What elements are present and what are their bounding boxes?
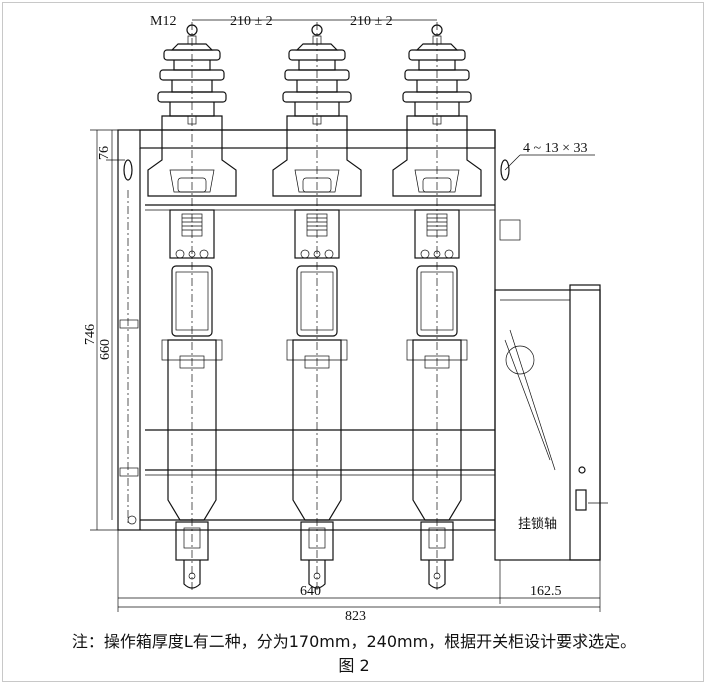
dim-pitch-left: 210 ± 2: [230, 14, 273, 29]
dim-bolt: M12: [150, 14, 176, 29]
dimension-lines: [90, 19, 608, 612]
dim-top-offset: 76: [97, 146, 112, 160]
dim-mount-height: 660: [98, 339, 113, 360]
dim-slot: 4 ~ 13 × 33: [523, 141, 587, 156]
caption-note: 注：操作箱厚度L有二种，分为170mm，240mm，根据开关柜设计要求选定。: [71, 632, 637, 651]
dim-pitch-right: 210 ± 2: [350, 14, 393, 29]
operating-box: [494, 219, 601, 561]
pole-middle: [272, 21, 362, 593]
label-lock-shaft: 挂锁轴: [518, 516, 557, 532]
dim-total-height: 746: [83, 324, 98, 345]
pole-left: [147, 21, 237, 593]
dim-width-main: 640: [300, 584, 321, 599]
dim-width-total: 823: [345, 609, 366, 624]
pole-right: [392, 21, 482, 593]
caption-figure: 图 2: [338, 656, 370, 675]
dim-width-box: 162.5: [530, 584, 562, 599]
